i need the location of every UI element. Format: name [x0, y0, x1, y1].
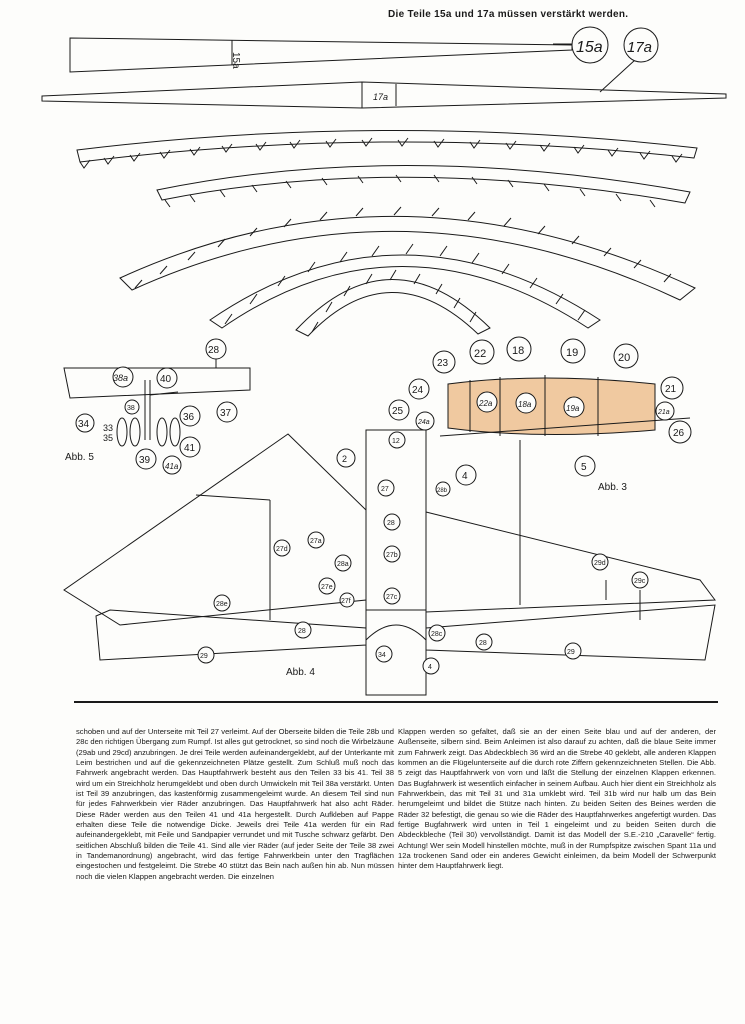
abb5-label-33: 33 [103, 423, 113, 433]
abb4-label-34: 34 [378, 652, 386, 659]
abb4-label-27: 27 [381, 486, 389, 493]
abb4-label-28b: 28b [437, 488, 448, 494]
abb5-label-38: 38 [127, 405, 135, 412]
abb5-label-39: 39 [139, 455, 151, 466]
abb4-label-28-a: 28 [387, 520, 395, 527]
abb4-label-29-b: 29 [567, 649, 575, 656]
abb3-label-19a: 19a [566, 404, 580, 413]
abb3-label-21: 21 [665, 384, 677, 395]
abb4-label-29d: 29d [594, 560, 606, 567]
abb3-label-22: 22 [474, 348, 486, 360]
abb4-label-28c: 28c [431, 631, 443, 638]
abb5-label-40: 40 [160, 374, 172, 385]
svg-text:17a: 17a [373, 92, 388, 102]
abb3-label-19: 19 [566, 347, 578, 359]
abb4-label-28-b: 28 [298, 628, 306, 635]
abb4-label-12: 12 [392, 438, 400, 445]
abb3-label-18: 18 [512, 345, 524, 357]
abb3-label-21a: 21a [657, 409, 670, 416]
abb5-label-37: 37 [220, 408, 232, 419]
abb5-label-34: 34 [78, 419, 90, 430]
abb5-label-41: 41 [184, 443, 196, 454]
part-17a: 17a 17a [41, 27, 727, 109]
abb4-label-27a: 27a [310, 538, 322, 545]
abb5-caption: Abb. 5 [65, 452, 94, 463]
abb4-label-4: 4 [428, 664, 432, 671]
abb3-label-5: 5 [581, 462, 587, 473]
abb4-label-28-c: 28 [479, 640, 487, 647]
text-column-right: Klappen werden so gefaltet, daß sie an d… [398, 727, 716, 872]
label-15a: 15a [576, 39, 603, 56]
abb3-label-23: 23 [437, 358, 449, 369]
abb3-label-22a: 22a [478, 399, 493, 408]
abb3-label-4: 4 [462, 471, 468, 482]
figure-abb3: 22 18 19 20 23 24 25 21 22a 18a 19a 21a … [388, 336, 692, 493]
figure-abb4: 2 12 27 28b 28 27d 27a 28a 27b 27c 27e 2… [63, 429, 716, 696]
abb4-label-2: 2 [342, 454, 347, 464]
abb5-label-36: 36 [183, 412, 195, 423]
label-17a: 17a [627, 39, 652, 56]
body-text-left: schoben und auf der Unterseite mit Teil … [76, 727, 394, 881]
body-text-right: Klappen werden so gefaltet, daß sie an d… [398, 727, 716, 871]
abb4-label-28a: 28a [337, 561, 349, 568]
abb3-label-25: 25 [392, 406, 404, 417]
abb4-caption: Abb. 4 [286, 667, 315, 678]
parts-drawing: 15a 15a 17a 17a [41, 26, 727, 703]
abb3-label-24a: 24a [417, 419, 430, 426]
abb4-label-29c: 29c [634, 578, 646, 585]
svg-text:15a: 15a [230, 52, 241, 69]
abb3-label-20: 20 [618, 352, 630, 364]
abb5-label-41a: 41a [165, 462, 179, 471]
abb5-label-35: 35 [103, 433, 113, 443]
abb4-label-28e: 28e [216, 601, 228, 608]
abb4-label-27c: 27c [386, 594, 398, 601]
abb4-label-27e: 27e [321, 584, 333, 591]
abb4-label-29-a: 29 [200, 653, 208, 660]
abb5-label-28: 28 [208, 345, 220, 356]
abb4-label-27b: 27b [386, 552, 398, 559]
abb4-label-27d: 27d [276, 546, 288, 553]
abb5-label-38a: 38a [113, 373, 128, 383]
abb3-label-18a: 18a [518, 400, 532, 409]
header-note: Die Teile 15a und 17a müssen verstärkt w… [388, 9, 629, 20]
abb3-label-24: 24 [412, 385, 424, 396]
abb3-caption: Abb. 3 [598, 482, 627, 493]
abb3-label-26: 26 [673, 428, 685, 439]
curved-tab-strips [76, 129, 698, 337]
abb4-label-27f: 27f [341, 598, 351, 605]
text-column-left: schoben und auf der Unterseite mit Teil … [76, 727, 394, 882]
figure-abb5: 28 38a 40 38 34 33 35 36 37 39 41 41a Ab… [63, 338, 251, 475]
part-15a: 15a 15a [69, 26, 609, 73]
